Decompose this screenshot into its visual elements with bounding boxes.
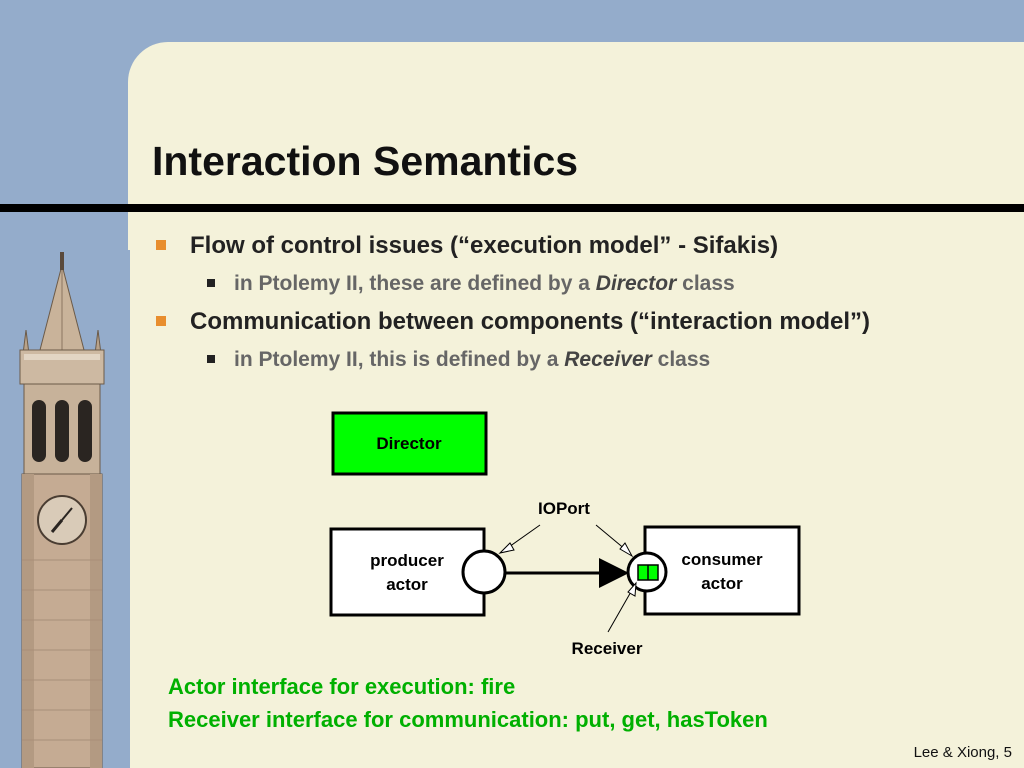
sub-bullet-square-icon [207,279,215,287]
receiver-pointer [607,589,633,633]
producer-actor-label-line1: producer [370,551,444,570]
consumer-actor-label-line1: consumer [681,550,763,569]
bullet-square-icon [156,240,166,250]
campanile-tower-image [0,250,130,768]
actor-interface-note: Actor interface for execution: fire [168,674,516,699]
ioport-pointer-right-head [619,542,634,558]
bullet-text: Flow of control issues (“execution model… [190,232,779,259]
sub-bullet-emphasis: Receiver [564,348,652,371]
bullet-list: Flow of control issues (“execution model… [150,228,1010,380]
director-box [331,411,488,476]
receiver-pointer-head [627,581,637,597]
consumer-actor-label-line2: actor [701,574,743,593]
sub-bullet-square-icon [207,355,215,363]
sub-bullet-prefix: in Ptolemy II, these are defined by a [234,272,596,295]
slide-panel [128,42,1024,768]
receiver-interface-note: Receiver interface for communication: pu… [168,707,768,732]
ioport-pointer-left-head [498,542,515,554]
ioport-label: IOPort [538,499,590,518]
bullet-text: Communication between components (“inter… [190,308,871,335]
consumer-actor-box [643,525,801,616]
bullet-square-icon [156,316,166,326]
sub-bullet-suffix: class [676,272,735,295]
director-label: Director [376,434,442,453]
producer-output-port [461,549,507,595]
bullet-item: Flow of control issues (“execution model… [150,228,1010,266]
sub-bullet-prefix: in Ptolemy II, this is defined by a [234,348,565,371]
sub-bullet-suffix: class [651,348,711,371]
ioport-pointer-right [595,524,627,551]
slide-title: Interaction Semantics [152,138,579,184]
sub-bullet-emphasis: Director [595,272,677,295]
slide-footer: Lee & Xiong, 5 [913,744,1012,761]
sub-bullet-item: in Ptolemy II, this is defined by a Rece… [150,342,1010,380]
bullet-item: Communication between components (“inter… [150,304,1010,342]
producer-actor-label-line2: actor [386,575,428,594]
sub-bullet-item: in Ptolemy II, these are defined by a Di… [150,266,1010,304]
producer-actor-box [329,527,486,617]
title-divider [0,204,1024,212]
receiver-label: Receiver [572,639,643,658]
